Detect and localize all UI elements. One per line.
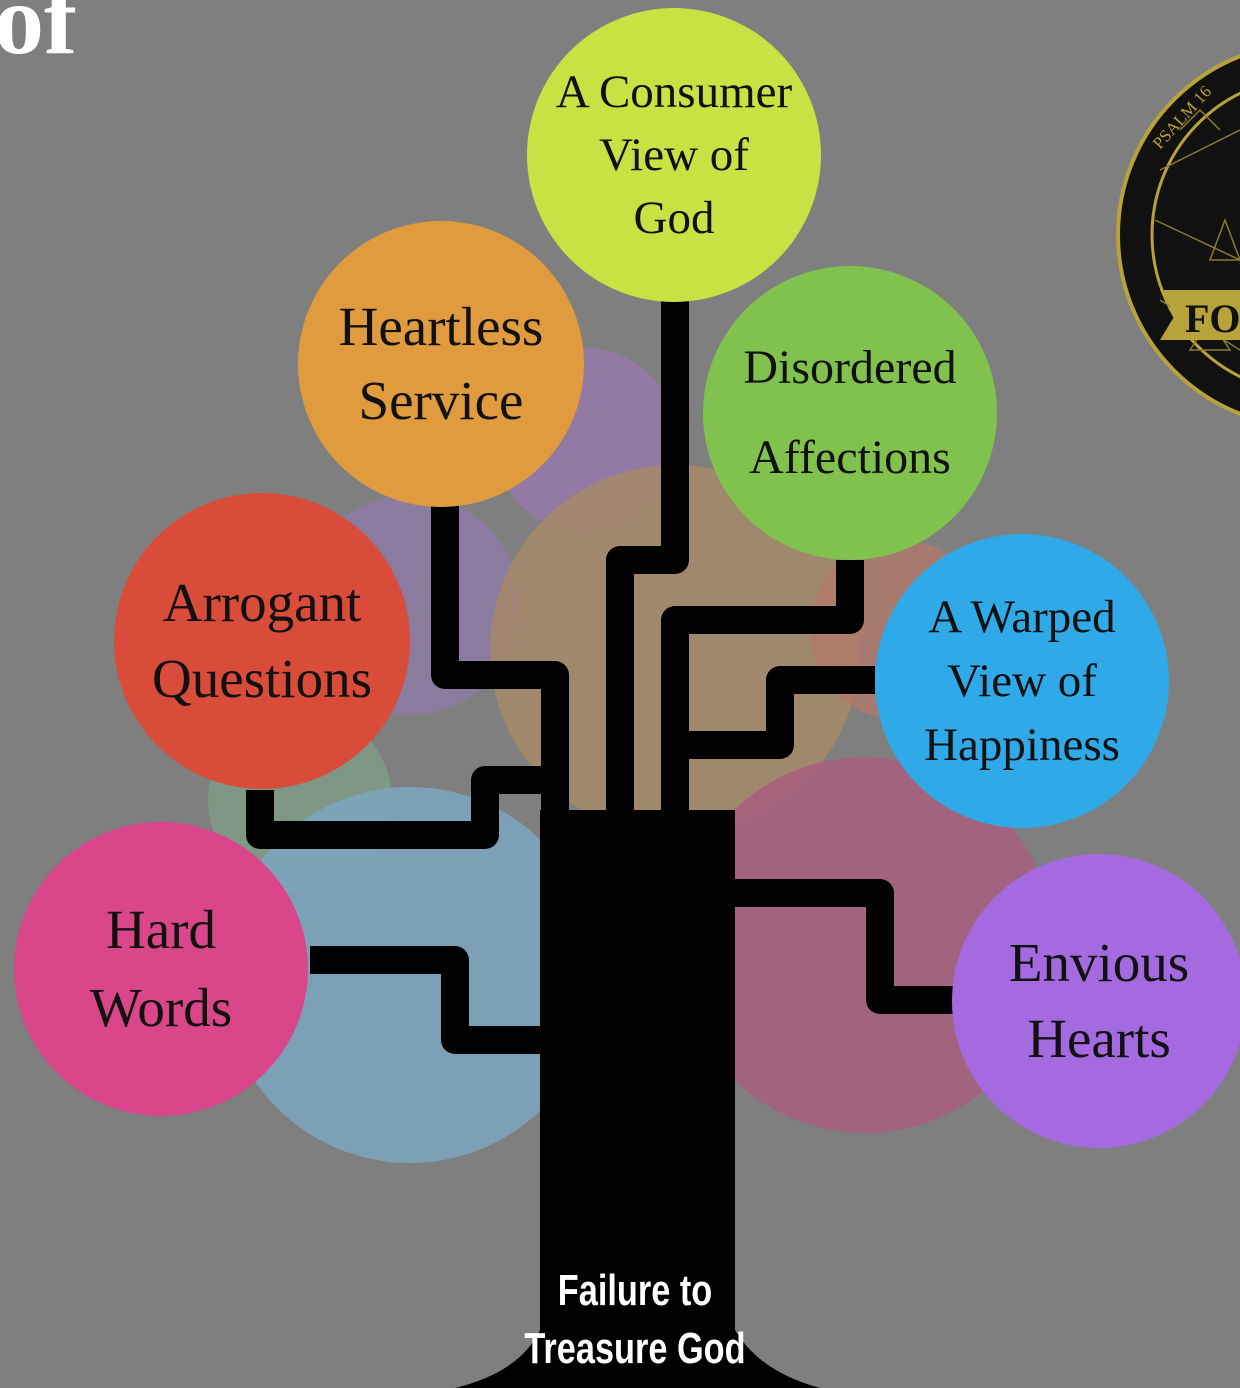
branch-consumer (606, 300, 689, 820)
node-label-line: A Consumer (555, 65, 793, 118)
branch-disordered (661, 560, 864, 820)
corner-text: of (0, 0, 78, 75)
seal-banner (1160, 290, 1240, 340)
node-label-line: Heartless (338, 296, 544, 357)
node-label-line: Envious (1008, 932, 1190, 993)
seal-logo: FO PSALM 16 (1116, 54, 1240, 416)
node-arrogant-questions: Arrogant Questions (114, 493, 410, 789)
trunk-label-line: Failure to (557, 1266, 713, 1315)
node-label-line: Affections (749, 431, 951, 484)
node-label-line: Service (358, 370, 524, 431)
branch-arrogant (246, 766, 545, 849)
node-label-line: Disordered (743, 341, 957, 394)
trunk-label: Failure to Treasure God (506, 1262, 763, 1378)
trunk (455, 810, 820, 1388)
node-label-line: Hard (106, 899, 216, 960)
node-label-line: God (633, 191, 715, 244)
node-label-line: Hearts (1027, 1008, 1171, 1069)
node-disordered-affections: Disordered Affections (703, 266, 997, 560)
node-label-line: Happiness (924, 719, 1120, 771)
node-label-line: View of (947, 655, 1097, 707)
node-label-line: Arrogant (162, 572, 362, 633)
node-label-line: A Warped (928, 591, 1116, 643)
seal-center-text: FO (1185, 296, 1240, 341)
node-hard-words: Hard Words (14, 822, 308, 1116)
seal-outer-ring (1116, 54, 1240, 416)
node-label-line: Words (89, 977, 233, 1038)
branch-envious (725, 879, 955, 1014)
branch-hard (310, 946, 545, 1054)
seal-inner-ring (1150, 91, 1240, 379)
branch-warped (685, 666, 875, 759)
node-warped-view-of-happiness: A Warped View of Happiness (875, 534, 1169, 828)
node-envious-hearts: Envious Hearts (952, 854, 1240, 1148)
trunk-label-line: Treasure God (524, 1324, 746, 1373)
node-label-line: Questions (152, 648, 372, 709)
branch-heartless (431, 505, 569, 820)
node-label-line: View of (599, 128, 749, 181)
blob-blue (222, 787, 598, 1163)
node-consumer-view-of-god: A Consumer View of God (527, 8, 821, 302)
node-heartless-service: Heartless Service (298, 221, 584, 507)
